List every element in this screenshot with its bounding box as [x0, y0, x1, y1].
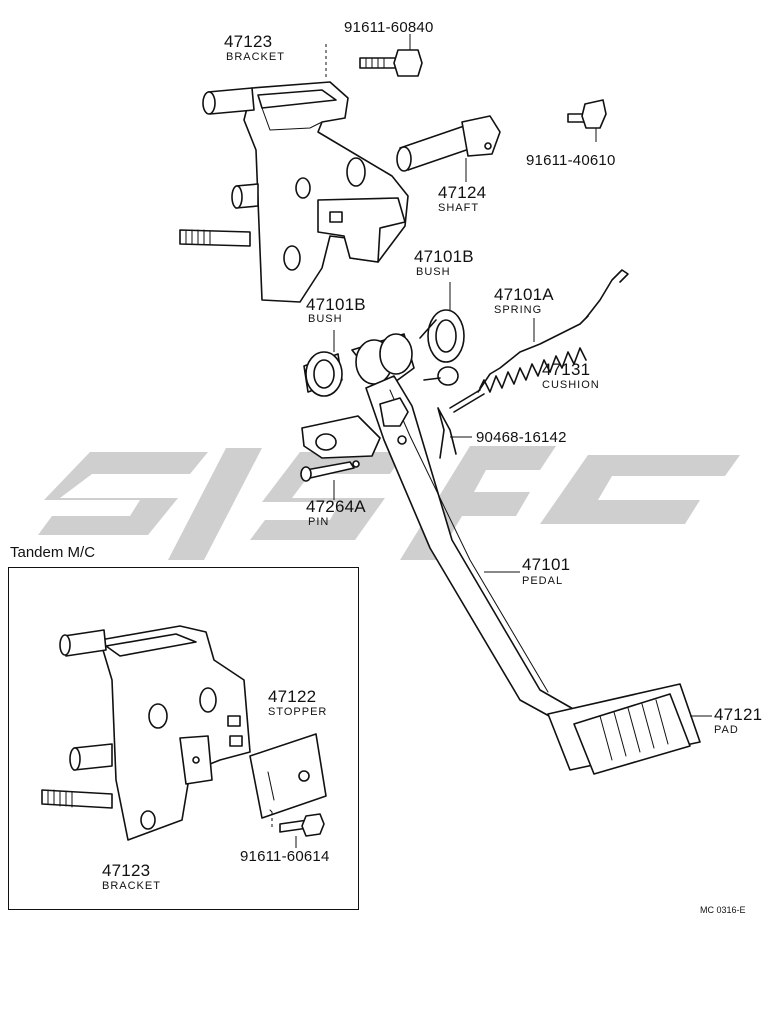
part-number-cushion: 47131: [542, 360, 591, 379]
part-number-clip: 90468-16142: [476, 429, 567, 446]
inset-bracket-drawing: [41, 625, 251, 841]
part-number-bolt-top: 91611-60840: [344, 19, 434, 36]
inset-bolt-drawing: [279, 813, 325, 848]
bush-left-drawing: [303, 330, 343, 397]
part-name-bracket: BRACKET: [226, 51, 285, 63]
part-number-bracket: 47123: [224, 32, 273, 51]
part-number-bush-right: 47101B: [414, 247, 474, 266]
bush-right-drawing: [419, 282, 465, 363]
watermark-logo: [38, 446, 740, 560]
part-number-pedal: 47101: [522, 555, 571, 574]
part-name-bush-left: BUSH: [308, 313, 343, 325]
part-name-stopper: STOPPER: [268, 706, 328, 718]
bolt-right-drawing: [567, 99, 607, 142]
bolt-top-drawing: [325, 34, 423, 80]
part-name-spring: SPRING: [494, 304, 543, 316]
part-name-pad: PAD: [714, 724, 739, 736]
part-name-shaft: SHAFT: [438, 202, 480, 214]
part-number-bolt-right: 91611-40610: [526, 152, 616, 169]
inset-frame: [8, 567, 359, 910]
part-number-inset-bracket: 47123: [102, 861, 151, 880]
part-number-pin: 47264A: [306, 497, 366, 516]
stopper-drawing: [249, 733, 327, 830]
part-number-pad: 47121: [714, 705, 763, 724]
part-number-bush-left: 47101B: [306, 295, 366, 314]
part-name-pin: PIN: [308, 516, 330, 528]
bracket-drawing: [179, 81, 409, 303]
part-name-pedal: PEDAL: [522, 575, 564, 587]
cushion-drawing: [423, 366, 485, 413]
part-number-stopper: 47122: [268, 687, 317, 706]
reference-code: MC 0316-E: [700, 905, 746, 915]
inset-title: Tandem M/C: [10, 544, 96, 561]
part-name-inset-bracket: BRACKET: [102, 880, 161, 892]
clevis-drawing: [300, 415, 381, 500]
spring-drawing: [477, 269, 629, 393]
pad-drawing: [547, 683, 712, 775]
shaft-drawing: [396, 115, 501, 182]
part-name-cushion: CUSHION: [542, 379, 600, 391]
clip-drawing: [437, 407, 472, 459]
part-number-shaft: 47124: [438, 183, 487, 202]
part-name-bush-right: BUSH: [416, 266, 451, 278]
part-number-inset-bolt: 91611-60614: [240, 848, 330, 865]
part-number-spring: 47101A: [494, 285, 554, 304]
pedal-drawing: [351, 333, 576, 723]
